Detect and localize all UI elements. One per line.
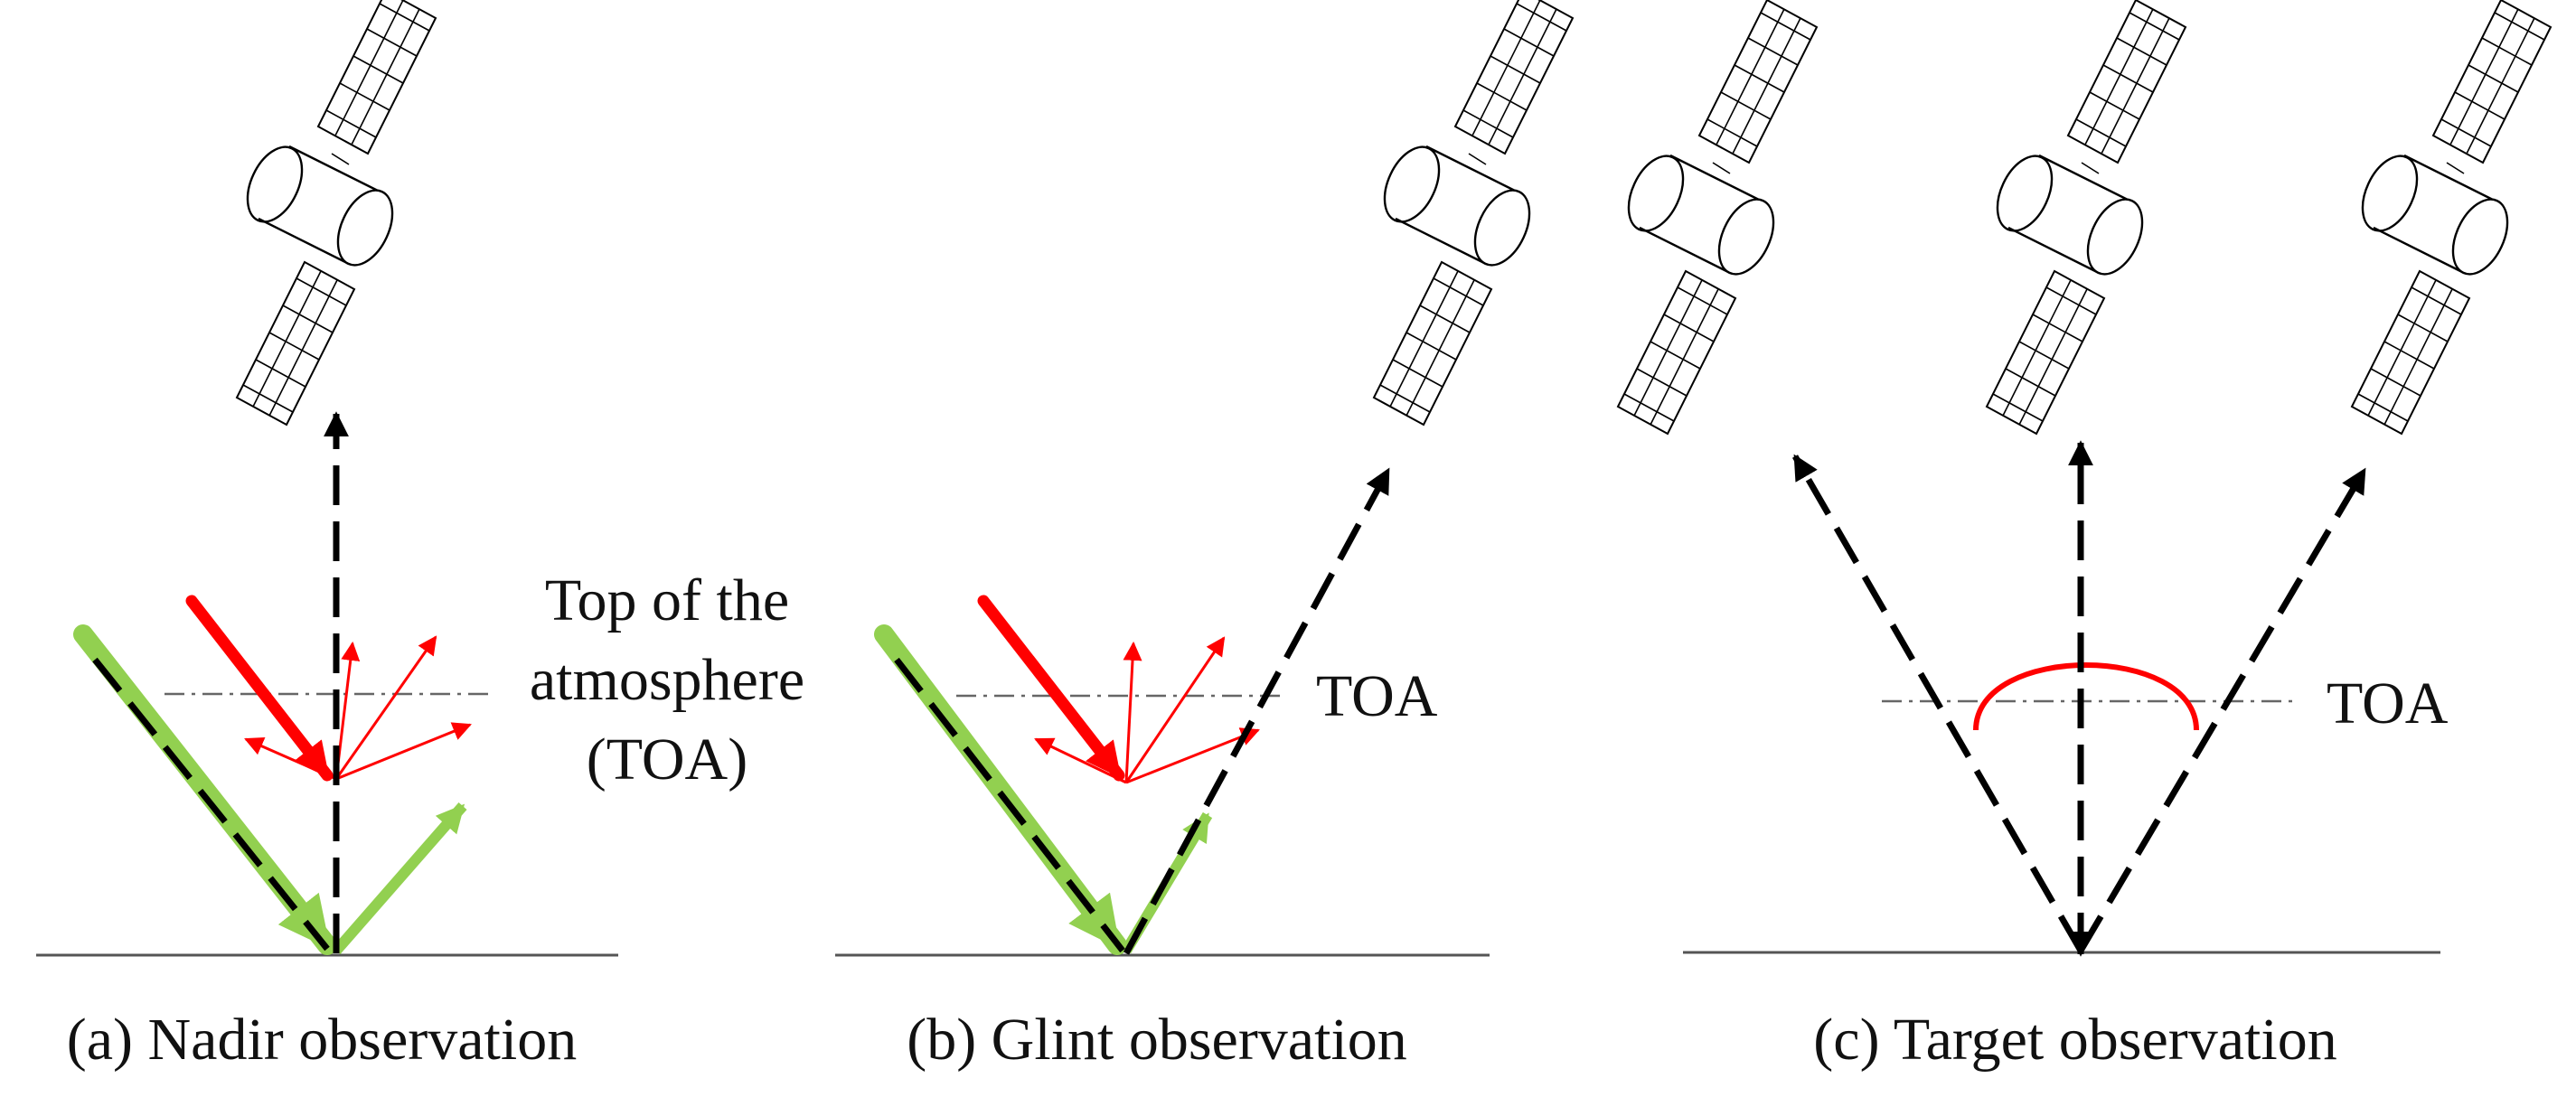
satellite-icon [1985, 0, 2187, 436]
observation-path-in [894, 657, 1125, 953]
scattered-rays [1034, 636, 1260, 784]
reflected-sunlight-arrow [332, 802, 467, 954]
scattered-incident-arrow [977, 595, 1125, 782]
toa-label-line-1: Top of the [545, 567, 789, 633]
caption-b: (b) Glint observation [907, 1007, 1407, 1073]
toa-label-line-3: (TOA) [587, 727, 747, 792]
panel-a: Top of the atmosphere (TOA) (a) Nadir ob… [36, 0, 804, 1073]
scattered-incident-arrow [185, 595, 334, 782]
caption-a: (a) Nadir observation [67, 1007, 577, 1073]
panel-c: TOA (c) Target observation [1616, 0, 2552, 1073]
satellite-icon [2350, 0, 2552, 436]
satellite-icon [235, 0, 437, 427]
viewing-angle-arc [1973, 662, 2199, 731]
observation-path-glint [1123, 467, 1392, 955]
satellite-icon [1616, 0, 1819, 436]
observation-path-right [2077, 467, 2368, 952]
panel-b: TOA (b) Glint observation [835, 0, 1575, 1073]
toa-label: TOA [1316, 663, 1438, 729]
toa-label-line-2: atmosphere [530, 647, 804, 713]
toa-label: TOA [2327, 670, 2449, 736]
observation-path-in [92, 657, 330, 952]
satellite-icon [1372, 0, 1575, 427]
observation-path-left [1791, 454, 2084, 952]
caption-c: (c) Target observation [1813, 1007, 2336, 1073]
